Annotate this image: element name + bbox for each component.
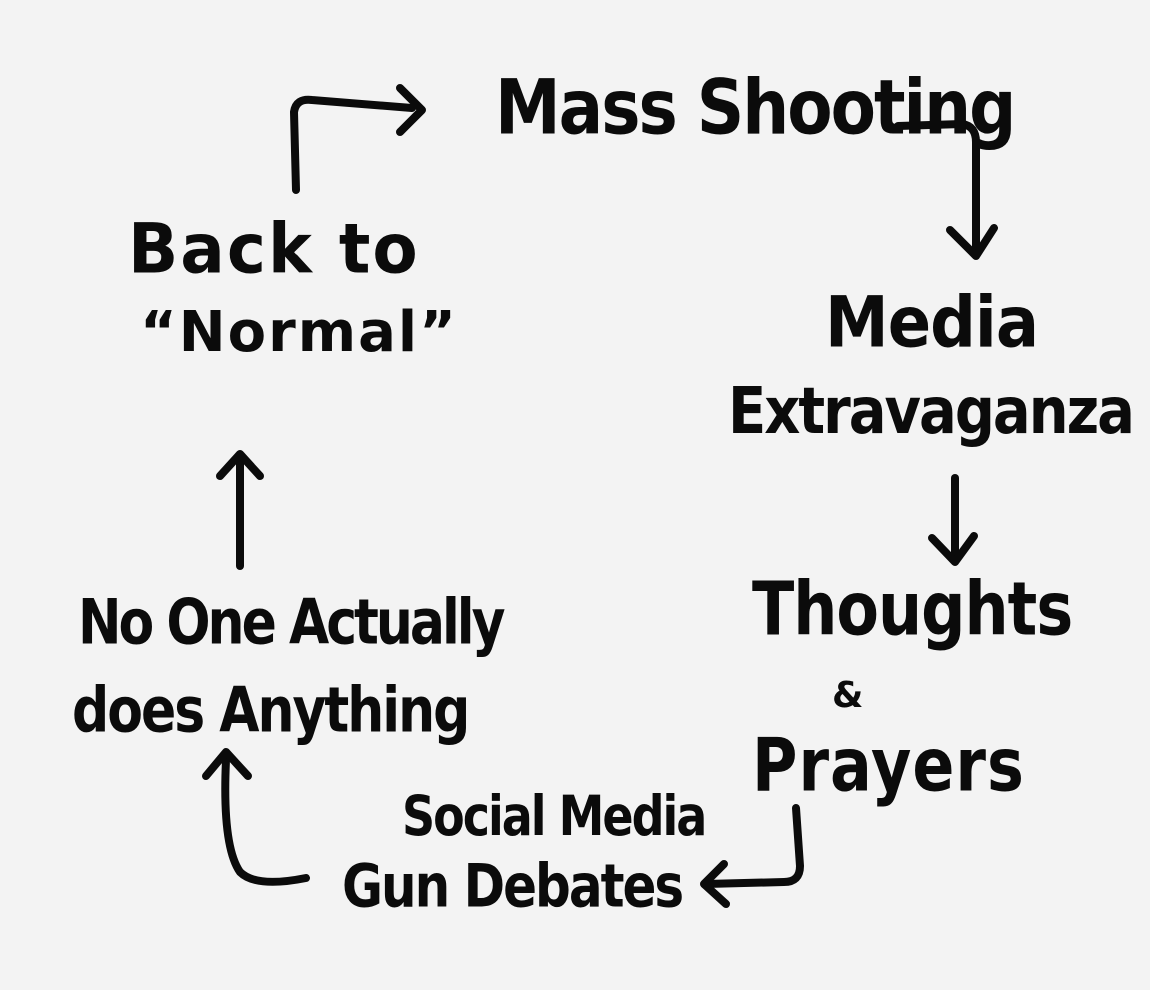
node-no-one-line1: No One Actually [78,587,506,660]
node-mass-shooting: Mass Shooting [495,63,1016,152]
node-social-media: Social Media [402,783,707,848]
arrow-gun-to-noone [221,756,310,886]
node-no-one-line2: does Anything [72,675,470,748]
node-gun-debates: Gun Debates [342,851,684,921]
node-media-line2: Extravaganza [728,374,1135,449]
node-back-to-line1: Back to [128,208,420,290]
node-prayers: Prayers [752,720,1025,809]
arrow-normal-to-mass [290,95,416,194]
node-ampersand: & [832,675,864,716]
arrow-prayers-to-gun [702,804,804,888]
arrow-mass-to-media [894,120,980,252]
node-back-to-line2: “Normal” [140,300,458,365]
arrowhead-media-to-thoughts [928,532,978,566]
arrowhead-mass-to-media [946,224,998,260]
arrowhead-noone-to-normal [216,450,264,480]
arrowhead-gun-to-noone [202,748,252,780]
arrowhead-prayers-to-gun [700,860,730,908]
arrowhead-normal-to-mass [396,84,426,136]
node-media-line1: Media [825,282,1039,364]
node-thoughts: Thoughts [752,564,1073,653]
